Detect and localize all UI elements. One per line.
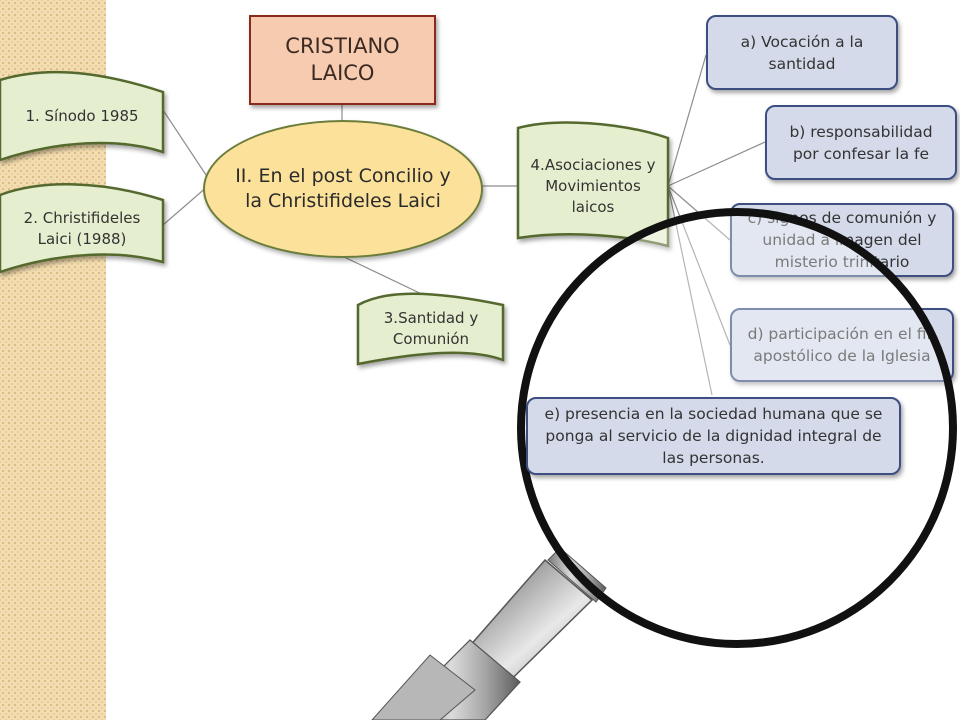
left-item-christifideles: 2. Christifideles Laici (1988) xyxy=(23,209,141,248)
santidad-node: 3.Santidad y Comunión xyxy=(383,309,479,348)
sub-item-e: e) presencia en la sociedad humana que s… xyxy=(526,397,901,475)
title-text: CRISTIANO LAICO xyxy=(285,34,400,85)
flag-asociaciones-shape xyxy=(516,121,670,248)
title-box: CRISTIANO LAICO xyxy=(249,15,436,105)
sub-item-d: d) participación en el fin apostólico de… xyxy=(730,308,954,382)
left-item-sinodo: 1. Sínodo 1985 xyxy=(25,106,139,125)
sub-item-a: a) Vocación a la santidad xyxy=(706,15,898,90)
flag-santidad-shape xyxy=(356,292,505,366)
center-text: II. En el post Concilio y la Christifide… xyxy=(235,165,451,212)
asociaciones-node: 4.Asociaciones y Movimientos laicos xyxy=(530,155,656,216)
center-node: II. En el post Concilio y la Christifide… xyxy=(203,120,483,258)
flag-sinodo-shape xyxy=(0,70,165,162)
flag-christifideles-shape xyxy=(0,183,165,274)
sub-item-b: b) responsabilidad por confesar la fe xyxy=(765,105,957,180)
